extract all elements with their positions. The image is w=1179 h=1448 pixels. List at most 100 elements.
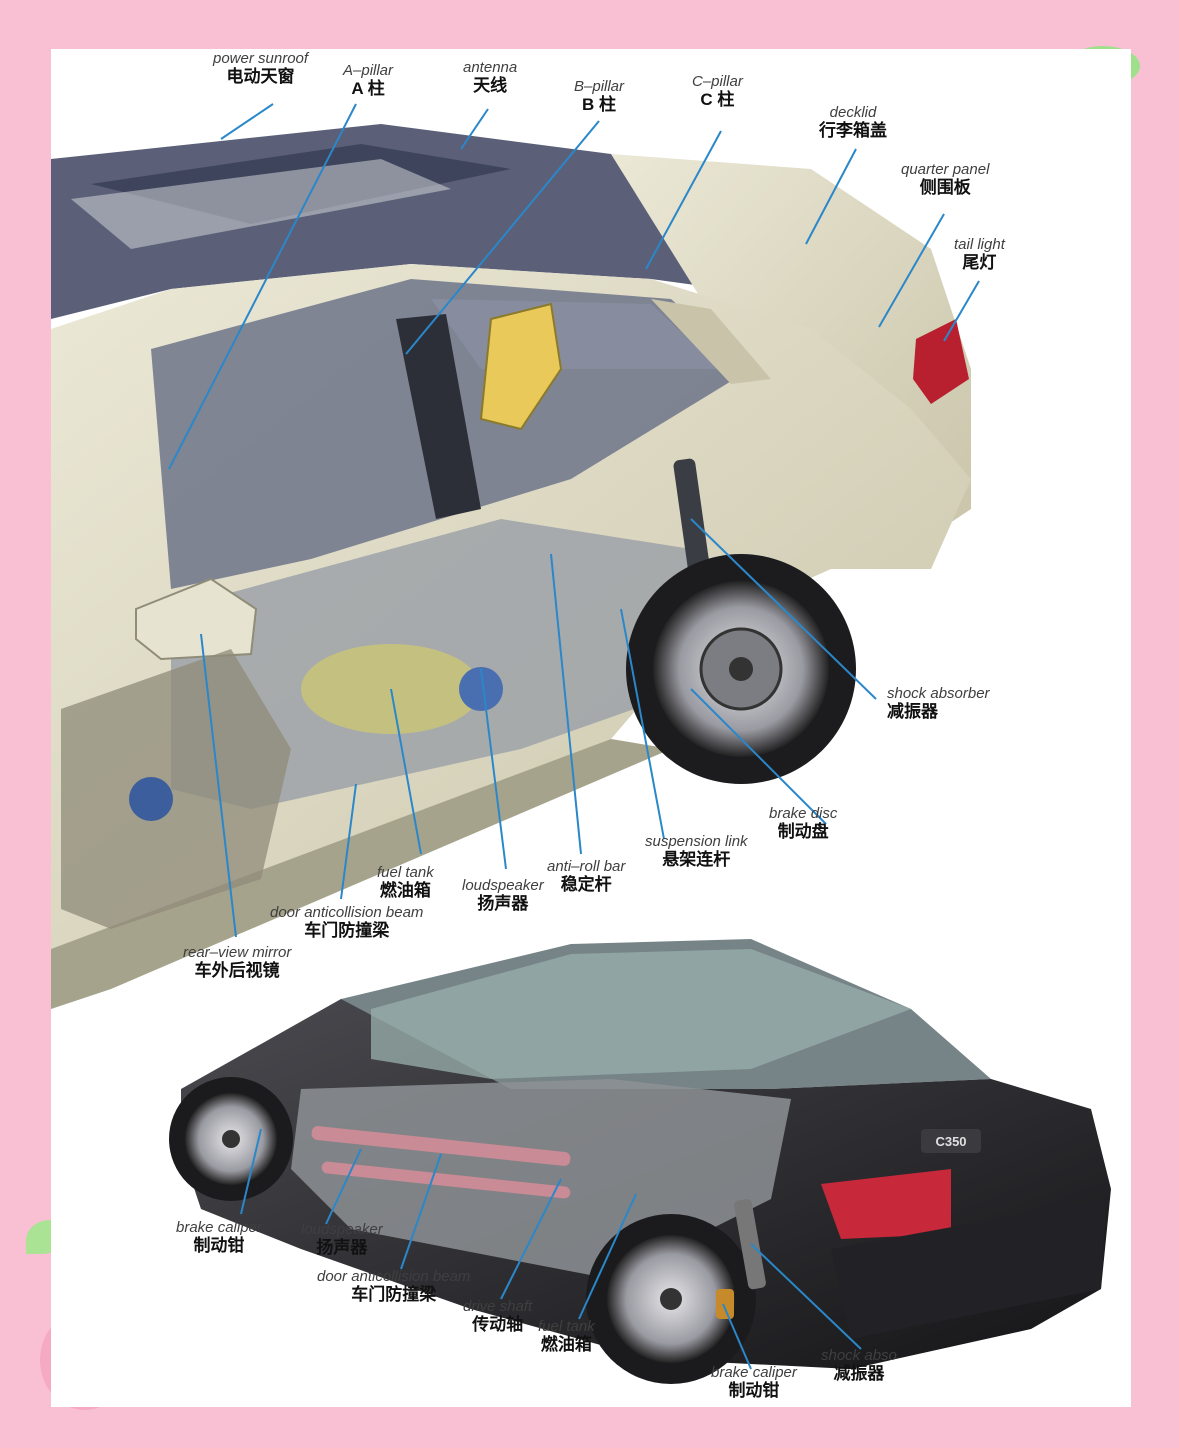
leader-lines — [168, 103, 980, 1370]
label-en: fuel tank — [377, 864, 434, 881]
label-en: suspension link — [645, 833, 748, 850]
leader-brake-caliper-rear — [722, 1303, 752, 1370]
c-pillar-bracket — [479, 302, 563, 431]
label-fuel-tank-2: fuel tank 燃油箱 — [538, 1318, 595, 1354]
label-en: rear–view mirror — [183, 944, 292, 961]
car-illustrations: C350 — [51, 103, 1111, 1384]
label-en: brake disc — [769, 805, 838, 822]
leader-c-pillar — [645, 130, 722, 270]
door-interior — [61, 649, 291, 929]
label-en: antenna — [463, 59, 518, 76]
label-zh: 燃油箱 — [540, 1334, 592, 1354]
label-en: anti–roll bar — [547, 858, 626, 875]
label-door-anticollision-beam: door anticollision beam 车门防撞梁 — [270, 904, 424, 940]
label-en: door anticollision beam — [317, 1268, 471, 1285]
coupe-rear-bumper — [831, 1199, 1106, 1339]
label-en: B–pillar — [574, 78, 625, 95]
leader-a-pillar — [168, 103, 357, 470]
leader-decklid — [805, 148, 857, 245]
label-brake-disc: brake disc 制动盘 — [769, 805, 838, 841]
label-en: door anticollision beam — [270, 904, 424, 921]
label-anti-roll-bar: anti–roll bar 稳定杆 — [547, 858, 626, 894]
label-en: brake caliper — [711, 1364, 797, 1381]
label-brake-caliper-rear: brake caliper 制动钳 — [711, 1364, 797, 1400]
label-antenna: antenna 天线 — [463, 59, 518, 95]
label-en: power sunroof — [213, 50, 309, 67]
coupe-illustration: C350 — [169, 939, 1111, 1384]
label-en: loudspeaker — [301, 1221, 383, 1238]
coupe-door-beam-shape — [311, 1126, 571, 1166]
label-en: shock abso — [821, 1347, 897, 1364]
coupe-rear-hub — [660, 1288, 682, 1310]
label-zh: C 柱 — [700, 89, 735, 109]
sedan-hub — [729, 657, 753, 681]
label-en: brake caliper — [176, 1219, 262, 1236]
label-suspension-link: suspension link 悬架连杆 — [645, 833, 748, 869]
coupe-front-hub — [222, 1130, 240, 1148]
label-en: drive shaft — [463, 1298, 533, 1315]
leader-fuel-tank-2 — [578, 1193, 637, 1320]
label-zh: 车门防撞梁 — [351, 1284, 437, 1304]
label-zh: 扬声器 — [316, 1237, 368, 1257]
rear-view-mirror-shape — [135, 577, 258, 661]
label-zh: 制动钳 — [728, 1380, 780, 1400]
coupe-badge-plate — [921, 1129, 981, 1153]
leader-antenna — [460, 108, 489, 150]
leader-power-sunroof — [220, 103, 274, 140]
coupe-badge: C350 — [935, 1134, 966, 1149]
label-zh: 燃油箱 — [379, 880, 431, 900]
leader-anti-roll-bar — [550, 553, 582, 855]
tail-light-shape — [913, 319, 969, 404]
label-zh: 行李箱盖 — [819, 120, 887, 140]
label-door-anticollision-beam-2: door anticollision beam 车门防撞梁 — [317, 1268, 471, 1304]
label-fuel-tank: fuel tank 燃油箱 — [377, 864, 434, 900]
label-en: tail light — [954, 236, 1005, 253]
sedan-sill — [51, 739, 671, 1009]
label-en: fuel tank — [538, 1318, 595, 1335]
door-loudspeaker-shape — [129, 777, 173, 821]
leader-quarter-panel — [878, 213, 945, 328]
c-pillar-shape — [651, 299, 771, 384]
label-zh: 稳定杆 — [560, 874, 612, 894]
label-zh: 电动天窗 — [226, 66, 295, 86]
label-zh: 扬声器 — [477, 893, 529, 913]
label-tail-light: tail light 尾灯 — [954, 236, 1005, 272]
label-en: C–pillar — [692, 73, 743, 90]
label-zh: 车门防撞梁 — [304, 920, 390, 940]
coupe-shock-shape — [734, 1199, 766, 1290]
label-zh: 减振器 — [887, 701, 938, 721]
label-en: quarter panel — [901, 161, 990, 178]
label-power-sunroof: power sunroof 电动天窗 — [213, 50, 309, 86]
sunroof-frame — [71, 159, 451, 249]
label-shock-absorber: shock absorber 减振器 — [887, 685, 990, 721]
leader-loudspeaker-2 — [325, 1148, 362, 1225]
label-loudspeaker: loudspeaker 扬声器 — [462, 877, 544, 913]
leader-fuel-tank — [390, 688, 422, 855]
label-zh: B 柱 — [582, 94, 617, 114]
label-drive-shaft: drive shaft 传动轴 — [463, 1298, 533, 1334]
label-zh: 车外后视镜 — [194, 960, 280, 980]
leader-brake-disc — [690, 688, 827, 825]
leader-shock-absorber-2 — [750, 1243, 862, 1350]
coupe-door-beam-shape-2 — [321, 1161, 571, 1199]
label-en: decklid — [829, 104, 877, 121]
leader-door-anticollision-beam — [340, 783, 357, 900]
label-loudspeaker-2: loudspeaker 扬声器 — [301, 1221, 383, 1257]
label-zh: A 柱 — [351, 78, 385, 98]
label-brake-caliper-front: brake caliper 制动钳 — [176, 1219, 262, 1255]
label-rear-view-mirror: rear–view mirror 车外后视镜 — [183, 944, 292, 980]
label-shock-absorber-2: shock abso 减振器 — [821, 1347, 897, 1383]
label-en: shock absorber — [887, 685, 990, 702]
leader-b-pillar — [405, 120, 600, 355]
label-b-pillar: B–pillar B 柱 — [574, 78, 625, 114]
label-c-pillar: C–pillar C 柱 — [692, 73, 743, 109]
label-zh: 减振器 — [833, 1363, 885, 1383]
leader-suspension-link — [620, 608, 665, 840]
leader-door-anticollision-beam-2 — [400, 1153, 442, 1270]
label-zh: 尾灯 — [962, 252, 997, 272]
leader-shock-absorber — [690, 518, 877, 700]
label-zh: 制动盘 — [777, 821, 829, 841]
label-en: loudspeaker — [462, 877, 544, 894]
label-en: A–pillar — [343, 62, 394, 79]
leader-tail-light — [943, 280, 980, 342]
